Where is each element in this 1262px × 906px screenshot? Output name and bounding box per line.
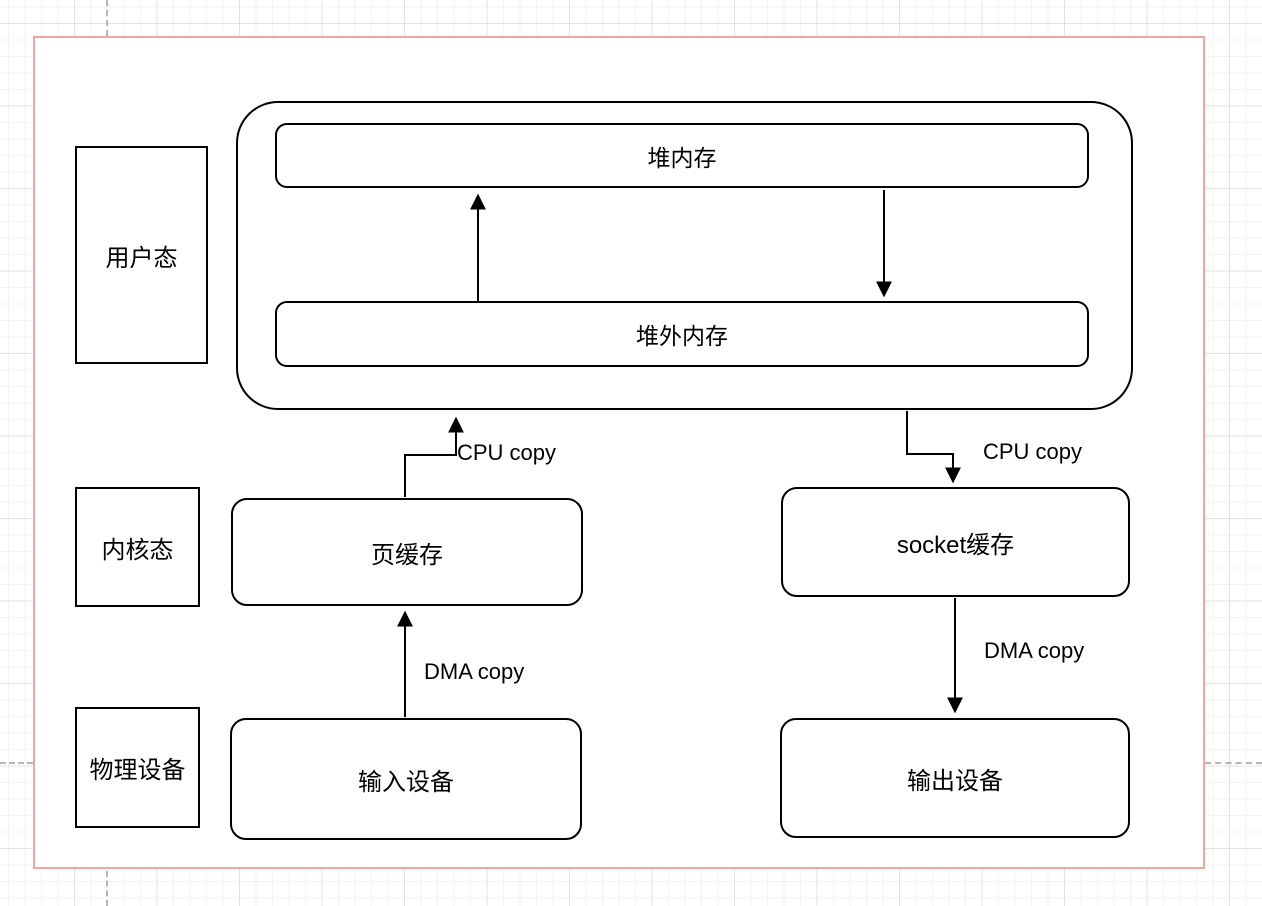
input-device-node[interactable]: 输入设备 [230, 718, 582, 840]
lane-kernel-mode[interactable]: 内核态 [75, 487, 200, 607]
page-guide-vertical-top [106, 0, 108, 36]
page-cache-label: 页缓存 [371, 541, 443, 569]
cpu-copy-right-label[interactable]: CPU copy [983, 439, 1083, 464]
dma-copy-right-label[interactable]: DMA copy [984, 638, 1085, 663]
page-cache-node[interactable]: 页缓存 [231, 498, 583, 606]
lane-user-mode[interactable]: 用户态 [75, 146, 208, 364]
offheap-memory-node[interactable]: 堆外内存 [275, 301, 1089, 367]
output-device-label: 输出设备 [907, 767, 1003, 795]
dma-copy-left-label[interactable]: DMA copy [424, 659, 525, 684]
page-guide-horizontal-right [1205, 762, 1262, 764]
lane-kernel-mode-label: 内核态 [101, 536, 174, 564]
page-guide-horizontal-left [0, 762, 33, 764]
heap-memory-node[interactable]: 堆内存 [275, 123, 1089, 188]
input-device-label: 输入设备 [358, 768, 454, 796]
lane-physical-device[interactable]: 物理设备 [75, 707, 200, 828]
lane-user-mode-label: 用户态 [105, 244, 178, 272]
socket-buffer-label: socket缓存 [896, 531, 1015, 559]
cpu-copy-left-label[interactable]: CPU copy [457, 440, 557, 465]
lane-physical-device-label: 物理设备 [89, 757, 186, 784]
page-guide-vertical-bottom [106, 871, 108, 906]
offheap-memory-label: 堆外内存 [636, 323, 728, 349]
output-device-node[interactable]: 输出设备 [780, 718, 1130, 838]
socket-buffer-node[interactable]: socket缓存 [781, 487, 1130, 597]
heap-memory-label: 堆内存 [647, 144, 717, 171]
